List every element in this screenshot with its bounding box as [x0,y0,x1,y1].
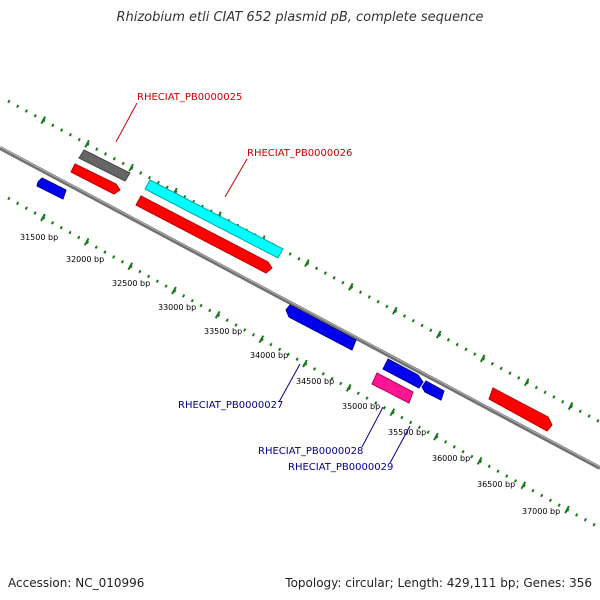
backbone-highlight [0,146,600,468]
major-tick [304,259,310,268]
scale-label-33500: 33500 bp [204,327,242,336]
major-tick [520,481,527,490]
major-tick [40,213,46,222]
major-tick [302,359,308,368]
gene-blue-mid[interactable] [285,304,357,351]
label-pb27[interactable]: RHECIAT_PB0000027 [178,400,283,411]
major-tick [127,262,134,271]
gene-cyan-long[interactable] [144,179,284,259]
major-tick [479,354,486,363]
gene-gray-top[interactable] [78,149,131,182]
genes-layer [36,149,553,432]
major-tick [433,432,439,441]
gene-red-small[interactable] [70,163,121,195]
scale-label-31500: 31500 bp [20,233,58,242]
inner-tick-ring [7,196,600,530]
accession-text: Accession: NC_010996 [8,576,145,590]
major-tick [171,286,177,295]
scale-label-35500: 35500 bp [388,428,426,437]
major-tick [567,402,574,411]
plasmid-backbone [0,146,600,470]
outer-tick-ring [7,99,600,424]
topology-summary-text: Topology: circular; Length: 429,111 bp; … [285,576,592,590]
major-tick [392,306,398,315]
major-tick [128,163,134,172]
label-pb25[interactable]: RHECIAT_PB0000025 [137,92,242,103]
major-tick [83,237,90,246]
scale-label-37000: 37000 bp [522,507,560,516]
major-tick [345,383,352,392]
gene-blue-right-a[interactable] [382,358,424,389]
major-tick [214,310,221,319]
major-tick [476,456,483,465]
major-tick-marks [40,116,574,514]
leader-pb25 [115,102,138,143]
gene-magenta[interactable] [371,372,414,404]
major-tick [435,330,442,339]
scale-label-32500: 32500 bp [112,279,150,288]
major-tick [258,335,265,344]
map-title: Rhizobium etli CIAT 652 plasmid pB, comp… [116,10,484,25]
scale-label-35000: 35000 bp [342,402,380,411]
gene-blue-left[interactable] [36,177,67,200]
gene-blue-right-b[interactable] [421,380,445,401]
major-tick [348,282,354,291]
major-tick [40,116,46,125]
leader-pb26 [224,158,248,198]
scale-label-34500: 34500 bp [296,377,334,386]
leader-pb27 [278,363,301,403]
scale-label-36000: 36000 bp [432,454,470,463]
gene-red-long[interactable] [135,195,273,274]
major-tick [564,505,570,514]
major-tick [84,139,90,148]
leader-pb28 [361,406,384,448]
label-pb28[interactable]: RHECIAT_PB0000028 [258,446,363,457]
major-tick [389,408,396,417]
major-tick [523,378,530,387]
scale-label-36500: 36500 bp [477,480,515,489]
gene-red-right[interactable] [488,387,553,432]
scale-label-33000: 33000 bp [158,303,196,312]
label-pb29[interactable]: RHECIAT_PB0000029 [288,462,393,473]
leader-pb29 [389,425,411,464]
scale-label-34000: 34000 bp [250,351,288,360]
scale-label-32000: 32000 bp [66,255,104,264]
label-pb26[interactable]: RHECIAT_PB0000026 [247,148,352,159]
